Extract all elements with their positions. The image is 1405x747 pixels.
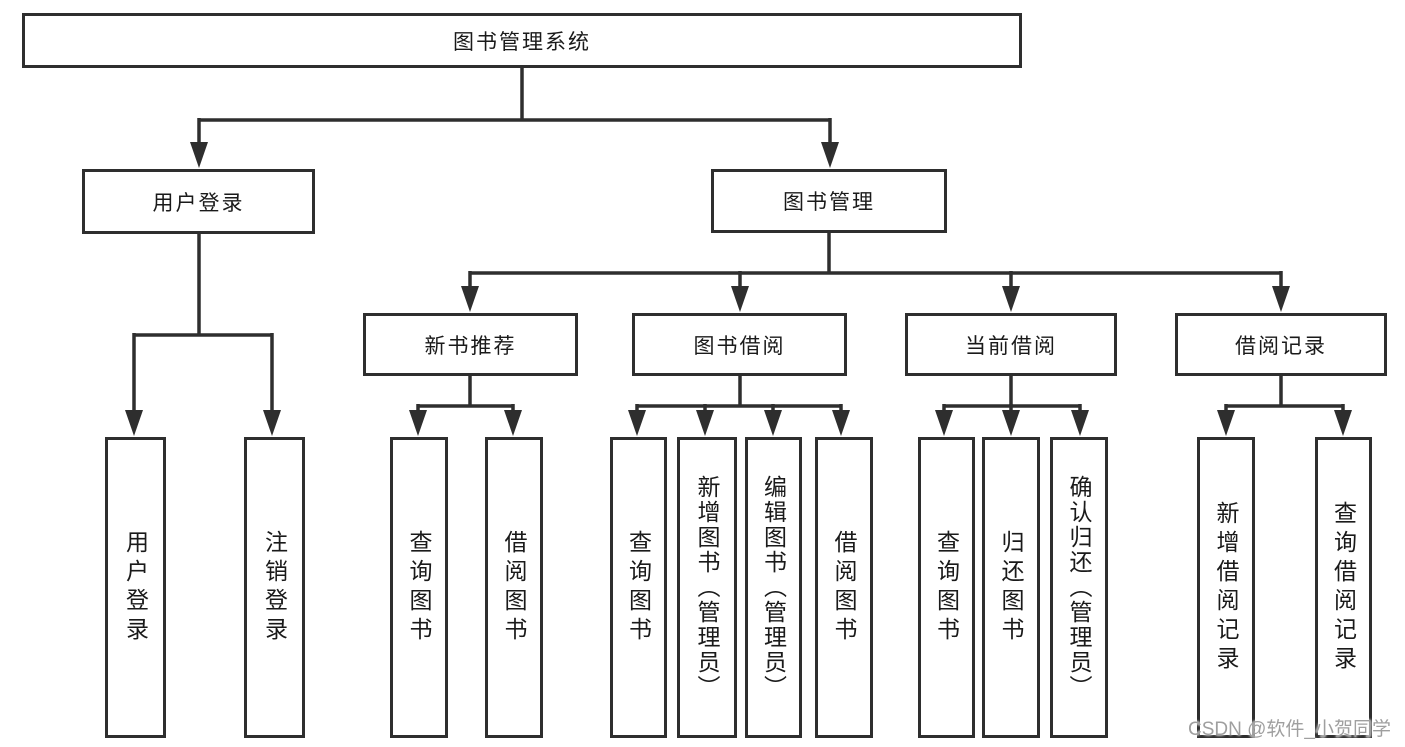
node-library-system: 图书管理系统 xyxy=(22,13,1022,68)
leaf-query-books-borrowing: 查询图书 xyxy=(610,437,667,738)
node-library-system-label: 图书管理系统 xyxy=(453,30,591,54)
leaf-user-login-label: 用户登录 xyxy=(122,529,149,646)
leaf-borrow-books-recommend-label: 借阅图书 xyxy=(501,529,527,646)
node-book-borrowing-label: 图书借阅 xyxy=(693,334,786,358)
leaf-edit-book-admin: 编辑图书（管理员） xyxy=(745,437,802,738)
node-user-login: 用户登录 xyxy=(82,169,315,234)
leaf-add-book-admin: 新增图书（管理员） xyxy=(677,437,737,738)
leaf-query-books-current-label: 查询图书 xyxy=(933,529,960,646)
leaf-query-borrow-record-label: 查询借阅记录 xyxy=(1330,500,1357,675)
leaf-query-books-borrowing-label: 查询图书 xyxy=(625,529,652,646)
node-book-borrowing: 图书借阅 xyxy=(632,313,847,376)
leaf-return-books-label: 归还图书 xyxy=(998,529,1024,646)
node-new-book-recommendation-label: 新书推荐 xyxy=(424,334,517,358)
node-borrowing-records: 借阅记录 xyxy=(1175,313,1387,376)
leaf-query-borrow-record: 查询借阅记录 xyxy=(1315,437,1372,738)
leaf-return-books: 归还图书 xyxy=(982,437,1040,738)
leaf-borrow-books-recommend: 借阅图书 xyxy=(485,437,543,738)
node-borrowing-records-label: 借阅记录 xyxy=(1235,334,1327,358)
leaf-confirm-return-admin-label: 确认归还（管理员） xyxy=(1066,475,1092,700)
leaf-query-books-recommend-label: 查询图书 xyxy=(406,529,432,646)
leaf-borrow-books-borrowing: 借阅图书 xyxy=(815,437,873,738)
node-book-management-label: 图书管理 xyxy=(783,191,875,214)
leaf-logout: 注销登录 xyxy=(244,437,305,738)
node-new-book-recommendation: 新书推荐 xyxy=(363,313,578,376)
watermark: CSDN @软件_小贺同学 xyxy=(1188,719,1391,740)
leaf-add-borrow-record-label: 新增借阅记录 xyxy=(1213,500,1239,675)
leaf-logout-label: 注销登录 xyxy=(261,529,288,646)
node-book-management: 图书管理 xyxy=(711,169,947,233)
leaf-add-borrow-record: 新增借阅记录 xyxy=(1197,437,1255,738)
leaf-add-book-admin-label: 新增图书（管理员） xyxy=(694,475,720,700)
leaf-query-books-recommend: 查询图书 xyxy=(390,437,448,738)
node-user-login-label: 用户登录 xyxy=(152,191,245,215)
leaf-confirm-return-admin: 确认归还（管理员） xyxy=(1050,437,1108,738)
node-current-borrowing-label: 当前借阅 xyxy=(965,334,1057,358)
leaf-query-books-current: 查询图书 xyxy=(918,437,975,738)
leaf-edit-book-admin-label: 编辑图书（管理员） xyxy=(760,475,787,700)
leaf-user-login: 用户登录 xyxy=(105,437,166,738)
node-current-borrowing: 当前借阅 xyxy=(905,313,1117,376)
leaf-borrow-books-borrowing-label: 借阅图书 xyxy=(831,529,857,646)
